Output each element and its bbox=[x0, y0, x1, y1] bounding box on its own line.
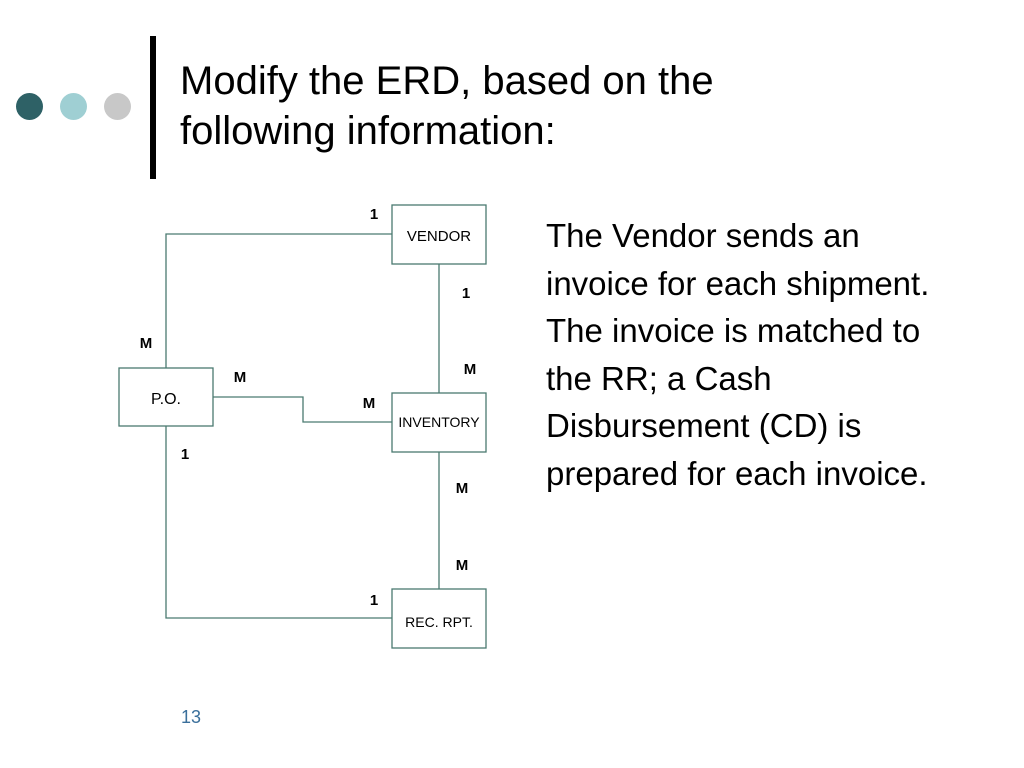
body-line-2: invoice for each shipment. bbox=[546, 264, 930, 302]
body-line-6: prepared for each invoice. bbox=[546, 454, 928, 492]
cardinality-inventory-recrpt-inventory: M bbox=[456, 480, 469, 497]
dot-light-teal bbox=[60, 93, 87, 120]
cardinality-inventory-recrpt-recrpt: M bbox=[456, 557, 469, 574]
cardinality-po-vendor-po: M bbox=[140, 335, 153, 352]
entity-po-label: P.O. bbox=[151, 391, 181, 408]
entity-vendor-label: VENDOR bbox=[407, 228, 471, 245]
cardinality-po-vendor-vendor: 1 bbox=[370, 206, 378, 223]
cardinality-po-inventory-inventory: M bbox=[363, 395, 376, 412]
connector-po-vendor bbox=[165, 233, 392, 368]
body-line-4: the RR; a Cash bbox=[546, 359, 772, 397]
entity-inventory-label: INVENTORY bbox=[398, 414, 480, 430]
title-line-1: Modify the ERD, based on the bbox=[180, 59, 714, 103]
entity-rec-rpt bbox=[391, 588, 487, 649]
title-divider-bar bbox=[150, 36, 156, 179]
cardinality-vendor-inventory-vendor: 1 bbox=[462, 285, 470, 302]
connector-po-recrpt bbox=[165, 426, 392, 619]
cardinality-po-inventory-po: M bbox=[234, 369, 247, 386]
entity-po bbox=[118, 367, 214, 427]
dot-gray bbox=[104, 93, 131, 120]
cardinality-po-recrpt-po: 1 bbox=[181, 446, 189, 463]
page-number: 13 bbox=[181, 707, 202, 727]
body-line-3: The invoice is matched to bbox=[546, 312, 921, 349]
cardinality-po-recrpt-recrpt: 1 bbox=[370, 592, 378, 609]
slide-title: Modify the ERD, based on the following i… bbox=[180, 56, 820, 156]
connector-po-inventory bbox=[213, 396, 392, 423]
decorative-dots bbox=[14, 93, 134, 121]
dot-dark bbox=[16, 93, 43, 120]
body-line-5: Disbursement (CD) is bbox=[546, 407, 862, 444]
entity-inventory bbox=[391, 392, 487, 453]
title-line-2: following information: bbox=[180, 109, 556, 153]
slide-body-text: The Vendor sends an invoice for each shi… bbox=[546, 212, 1016, 497]
entity-rec-rpt-label: REC. RPT. bbox=[405, 614, 473, 630]
body-line-1: The Vendor sends an bbox=[546, 217, 860, 254]
entity-vendor bbox=[391, 204, 487, 265]
cardinality-vendor-inventory-inventory: M bbox=[464, 361, 477, 378]
